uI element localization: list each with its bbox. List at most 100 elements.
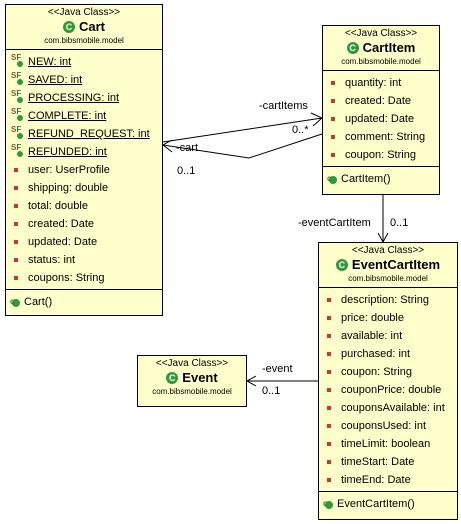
stereotype-label: <<Java Class>>: [155, 358, 229, 369]
field[interactable]: total: double: [6, 197, 162, 215]
event-association: [245, 375, 318, 387]
package-name: com.bibsmobile.model: [348, 274, 428, 283]
role-label-eventcartitem: -eventCartItem: [298, 217, 371, 229]
static-final-field-icon: SF: [11, 54, 25, 69]
field[interactable]: coupon: String: [319, 363, 457, 381]
private-field-icon: [11, 235, 25, 249]
private-field-icon: [324, 437, 338, 451]
private-field-icon: [324, 401, 338, 415]
cart-association: [162, 133, 323, 159]
private-field-icon: [324, 293, 338, 307]
multiplicity-label-event: 0..1: [262, 385, 281, 397]
private-field-icon: [324, 329, 338, 343]
role-label-event: -event: [262, 363, 293, 375]
class-icon: C: [335, 259, 348, 271]
private-field-icon: [11, 199, 25, 213]
private-field-icon: [324, 383, 338, 397]
role-label-cartitems: -cartItems: [259, 100, 308, 112]
field[interactable]: updated: Date: [6, 233, 162, 251]
class-name: CartItem: [362, 40, 416, 55]
field[interactable]: user: UserProfile: [6, 161, 162, 179]
field[interactable]: timeStart: Date: [319, 453, 457, 471]
field[interactable]: updated: Date: [323, 110, 439, 128]
constructor-icon: c: [323, 497, 335, 511]
class-icon: C: [346, 42, 359, 54]
private-field-icon: [324, 347, 338, 361]
eventcartitem-association: [377, 195, 389, 244]
private-field-icon: [324, 365, 338, 379]
multiplicity-label-cart: 0..1: [177, 165, 196, 177]
field[interactable]: couponsAvailable: int: [319, 399, 457, 417]
field[interactable]: couponPrice: double: [319, 381, 457, 399]
constructor-icon: c: [10, 295, 22, 309]
private-field-icon: [11, 181, 25, 195]
private-field-icon: [328, 112, 342, 126]
static-final-field-icon: SF: [11, 90, 25, 105]
private-field-icon: [328, 94, 342, 108]
private-field-icon: [328, 76, 342, 90]
field[interactable]: comment: String: [323, 128, 439, 146]
package-name: com.bibsmobile.model: [44, 36, 124, 45]
private-field-icon: [324, 473, 338, 487]
field[interactable]: coupon: String: [323, 146, 439, 164]
multiplicity-label-eventcartitem: 0..1: [390, 217, 409, 229]
private-field-icon: [324, 455, 338, 469]
class-name: Event: [182, 370, 218, 385]
field[interactable]: created: Date: [6, 215, 162, 233]
fields-section: quantity: int created: Date updated: Dat…: [323, 71, 439, 167]
private-field-icon: [328, 148, 342, 162]
class-name: EventCartItem: [351, 257, 441, 272]
class-icon: C: [62, 21, 75, 33]
package-name: com.bibsmobile.model: [152, 387, 232, 396]
static-final-field-icon: SF: [11, 144, 25, 159]
private-field-icon: [324, 419, 338, 433]
field[interactable]: timeLimit: boolean: [319, 435, 457, 453]
field[interactable]: shipping: double: [6, 179, 162, 197]
field[interactable]: price: double: [319, 309, 457, 327]
field[interactable]: created: Date: [323, 92, 439, 110]
private-field-icon: [328, 130, 342, 144]
field[interactable]: available: int: [319, 327, 457, 345]
private-field-icon: [324, 311, 338, 325]
package-name: com.bibsmobile.model: [341, 57, 421, 66]
private-field-icon: [11, 271, 25, 285]
private-field-icon: [11, 253, 25, 267]
field[interactable]: coupons: String: [6, 269, 162, 287]
multiplicity-label-cartitems: 0..*: [292, 124, 309, 136]
class-icon: C: [166, 372, 179, 384]
field[interactable]: quantity: int: [323, 74, 439, 92]
field[interactable]: status: int: [6, 251, 162, 269]
role-label-cart: -cart: [176, 142, 198, 154]
static-final-field-icon: SF: [11, 126, 25, 141]
private-field-icon: [11, 217, 25, 231]
stereotype-label: <<Java Class>>: [47, 7, 121, 18]
field[interactable]: couponsUsed: int: [319, 417, 457, 435]
stereotype-label: <<Java Class>>: [351, 245, 425, 256]
field[interactable]: description: String: [319, 291, 457, 309]
field[interactable]: purchased: int: [319, 345, 457, 363]
stereotype-label: <<Java Class>>: [344, 28, 418, 39]
field[interactable]: timeEnd: Date: [319, 471, 457, 489]
constructor-icon: c: [327, 172, 339, 186]
